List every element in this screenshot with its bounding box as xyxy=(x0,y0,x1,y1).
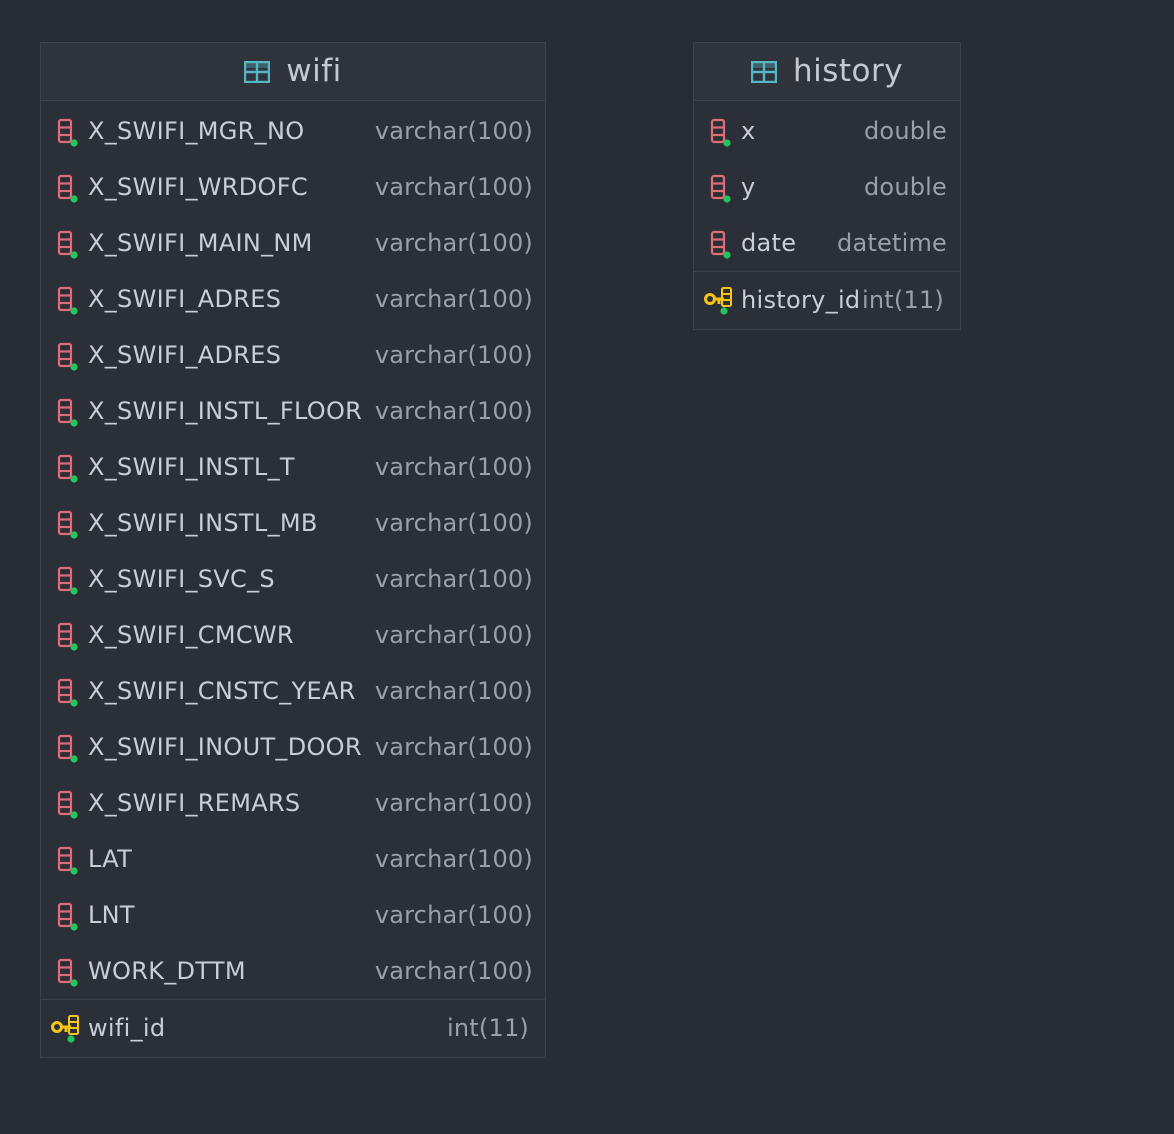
column-type: varchar(100) xyxy=(374,229,533,257)
column-name: X_SWIFI_REMARS xyxy=(88,789,301,817)
column-type: varchar(100) xyxy=(374,957,533,985)
column-type: varchar(100) xyxy=(374,117,533,145)
column-icon xyxy=(57,342,79,372)
column-name: LAT xyxy=(88,845,133,873)
column-row[interactable]: X_SWIFI_MGR_NO varchar(100) xyxy=(41,103,545,159)
column-name: date xyxy=(741,229,797,257)
column-type: varchar(100) xyxy=(374,733,533,761)
column-icon xyxy=(57,958,79,988)
table-grid-icon xyxy=(244,60,271,83)
column-row[interactable]: X_SWIFI_REMARS varchar(100) xyxy=(41,775,545,831)
column-row[interactable]: X_SWIFI_CNSTC_YEAR varchar(100) xyxy=(41,663,545,719)
table-title: wifi xyxy=(286,53,342,89)
column-icon xyxy=(57,846,79,876)
column-row[interactable]: X_SWIFI_ADRES varchar(100) xyxy=(41,271,545,327)
column-row[interactable]: date datetime xyxy=(694,215,960,271)
column-icon xyxy=(57,454,79,484)
primary-key-icon xyxy=(51,1014,81,1044)
table-wifi[interactable]: wifi X_SWIFI_MGR_NO varchar(100) X_SWIFI_… xyxy=(40,42,546,1058)
table-title: history xyxy=(792,53,904,89)
primary-key-icon xyxy=(704,286,734,316)
column-name: history_id xyxy=(741,286,861,314)
table-history[interactable]: history x double y double date datetime his… xyxy=(693,42,961,330)
column-icon xyxy=(710,230,732,260)
table-grid-icon xyxy=(750,60,778,83)
column-row[interactable]: LAT varchar(100) xyxy=(41,831,545,887)
column-type: varchar(100) xyxy=(374,173,533,201)
column-row[interactable]: WORK_DTTM varchar(100) xyxy=(41,943,545,999)
column-icon xyxy=(57,230,79,260)
column-type: varchar(100) xyxy=(374,677,533,705)
column-name: X_SWIFI_CMCWR xyxy=(88,621,294,649)
column-type: varchar(100) xyxy=(374,901,533,929)
column-row[interactable]: y double xyxy=(694,159,960,215)
column-type: varchar(100) xyxy=(374,565,533,593)
column-name: X_SWIFI_MAIN_NM xyxy=(88,229,313,257)
column-name: X_SWIFI_INSTL_MB xyxy=(88,509,318,537)
column-row[interactable]: LNT varchar(100) xyxy=(41,887,545,943)
column-name: X_SWIFI_SVC_S xyxy=(88,565,275,593)
column-row[interactable]: X_SWIFI_INSTL_MB varchar(100) xyxy=(41,495,545,551)
table-header[interactable]: history xyxy=(694,43,960,101)
column-type: varchar(100) xyxy=(374,509,533,537)
column-type: varchar(100) xyxy=(374,285,533,313)
column-name: X_SWIFI_INSTL_FLOOR xyxy=(88,397,363,425)
column-type: varchar(100) xyxy=(374,789,533,817)
column-name: X_SWIFI_INSTL_T xyxy=(88,453,295,481)
column-row[interactable]: X_SWIFI_ADRES varchar(100) xyxy=(41,327,545,383)
column-icon xyxy=(57,510,79,540)
column-row[interactable]: X_SWIFI_INOUT_DOOR varchar(100) xyxy=(41,719,545,775)
primary-key-row[interactable]: wifi_id int(11) xyxy=(41,1000,545,1056)
column-name: X_SWIFI_ADRES xyxy=(88,341,282,369)
column-name: X_SWIFI_MGR_NO xyxy=(88,117,305,145)
column-row[interactable]: X_SWIFI_MAIN_NM varchar(100) xyxy=(41,215,545,271)
column-name: X_SWIFI_INOUT_DOOR xyxy=(88,733,362,761)
column-icon xyxy=(57,398,79,428)
column-icon xyxy=(57,286,79,316)
column-type: int(11) xyxy=(862,286,944,314)
column-type: varchar(100) xyxy=(374,341,533,369)
column-list: X_SWIFI_MGR_NO varchar(100) X_SWIFI_WRDOF… xyxy=(41,101,545,999)
column-icon xyxy=(710,174,732,204)
column-name: X_SWIFI_ADRES xyxy=(88,285,282,313)
column-name: X_SWIFI_WRDOFC xyxy=(88,173,308,201)
column-type: varchar(100) xyxy=(374,621,533,649)
column-icon xyxy=(57,678,79,708)
column-icon xyxy=(57,734,79,764)
column-icon xyxy=(57,118,79,148)
column-row[interactable]: X_SWIFI_WRDOFC varchar(100) xyxy=(41,159,545,215)
column-type: datetime xyxy=(837,229,947,257)
column-icon xyxy=(57,902,79,932)
column-type: varchar(100) xyxy=(374,453,533,481)
column-type: double xyxy=(864,117,947,145)
column-name: wifi_id xyxy=(88,1014,166,1042)
column-row[interactable]: X_SWIFI_CMCWR varchar(100) xyxy=(41,607,545,663)
column-type: double xyxy=(864,173,947,201)
column-name: X_SWIFI_CNSTC_YEAR xyxy=(88,677,356,705)
column-icon xyxy=(710,118,732,148)
column-icon xyxy=(57,174,79,204)
column-type: varchar(100) xyxy=(374,845,533,873)
column-row[interactable]: X_SWIFI_INSTL_T varchar(100) xyxy=(41,439,545,495)
column-row[interactable]: X_SWIFI_INSTL_FLOOR varchar(100) xyxy=(41,383,545,439)
key-separator xyxy=(41,999,545,1000)
column-row[interactable]: x double xyxy=(694,103,960,159)
column-list: x double y double date datetime xyxy=(694,101,960,271)
column-icon xyxy=(57,622,79,652)
column-name: LNT xyxy=(88,901,135,929)
column-name: y xyxy=(741,173,756,201)
column-type: varchar(100) xyxy=(374,397,533,425)
column-row[interactable]: X_SWIFI_SVC_S varchar(100) xyxy=(41,551,545,607)
column-icon xyxy=(57,790,79,820)
column-type: int(11) xyxy=(447,1014,529,1042)
key-separator xyxy=(694,271,960,272)
column-name: WORK_DTTM xyxy=(88,957,246,985)
column-icon xyxy=(57,566,79,596)
column-name: x xyxy=(741,117,756,145)
primary-key-row[interactable]: history_id int(11) xyxy=(694,272,960,328)
table-header[interactable]: wifi xyxy=(41,43,545,101)
